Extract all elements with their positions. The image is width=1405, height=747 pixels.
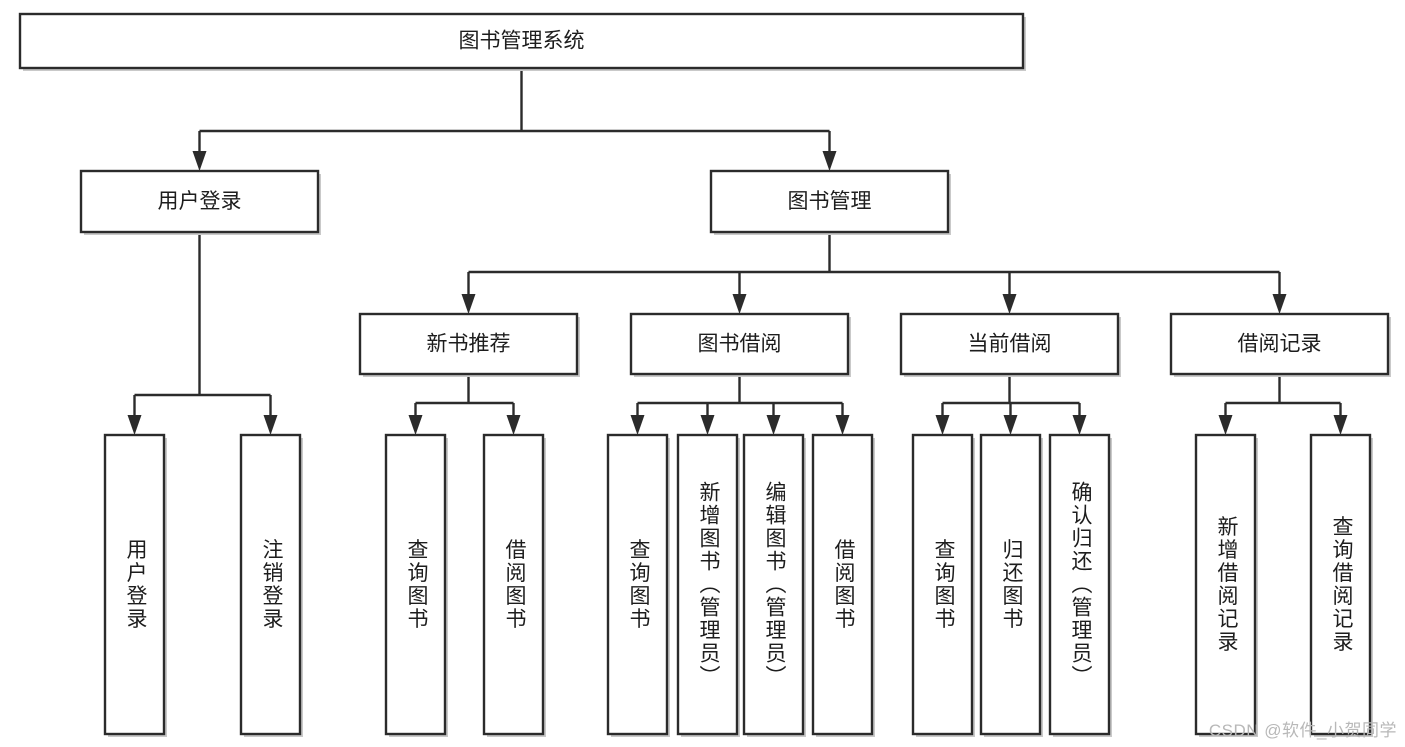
- node-new-book-recommend[interactable]: 新书推荐: [358, 312, 580, 377]
- arrow-head-icon: [835, 415, 850, 435]
- node-leaf-query-book-2[interactable]: 查询图书: [606, 433, 670, 737]
- node-label: 确认归还（管理员）: [1069, 481, 1093, 688]
- node-label: 新书推荐: [427, 333, 511, 356]
- node-label: 新增图书（管理员）: [697, 481, 721, 688]
- node-label: 编辑图书（管理员）: [763, 481, 787, 688]
- connector-layer: [127, 68, 1348, 435]
- node-rect[interactable]: [899, 312, 1120, 376]
- node-label: 查询图书: [627, 539, 651, 631]
- node-rect[interactable]: [911, 433, 974, 736]
- node-rect[interactable]: [1194, 433, 1257, 736]
- node-leaf-borrow-book-2[interactable]: 借阅图书: [811, 433, 875, 737]
- node-label: 查询借阅记录: [1330, 516, 1354, 654]
- node-label: 用户登录: [124, 539, 148, 631]
- node-leaf-user-login[interactable]: 用户登录: [103, 433, 167, 737]
- node-label: 借阅记录: [1238, 333, 1322, 356]
- arrow-head-icon: [732, 294, 747, 314]
- node-leaf-return-book[interactable]: 归还图书: [979, 433, 1043, 737]
- arrow-head-icon: [192, 151, 207, 171]
- arrow-head-icon: [506, 415, 521, 435]
- arrow-head-icon: [461, 294, 476, 314]
- arrow-head-icon: [1272, 294, 1287, 314]
- node-borrow-record[interactable]: 借阅记录: [1169, 312, 1391, 377]
- arrow-head-icon: [263, 415, 278, 435]
- node-leaf-query-record[interactable]: 查询借阅记录: [1309, 433, 1373, 737]
- node-rect[interactable]: [384, 433, 447, 736]
- arrow-head-icon: [1333, 415, 1348, 435]
- node-rect[interactable]: [629, 312, 850, 376]
- node-label: 当前借阅: [968, 333, 1052, 356]
- arrow-head-icon: [1002, 294, 1017, 314]
- csdn-watermark: CSDN @软件_小贺同学: [1208, 721, 1397, 740]
- node-rect[interactable]: [18, 12, 1025, 70]
- node-label: 归还图书: [1000, 539, 1024, 631]
- arrow-head-icon: [1218, 415, 1233, 435]
- node-root-system[interactable]: 图书管理系统: [18, 12, 1026, 71]
- node-label: 图书管理系统: [459, 30, 585, 53]
- node-book-borrow[interactable]: 图书借阅: [629, 312, 851, 377]
- arrow-head-icon: [1072, 415, 1087, 435]
- node-leaf-query-book-3[interactable]: 查询图书: [911, 433, 975, 737]
- node-rect[interactable]: [606, 433, 669, 736]
- arrow-head-icon: [127, 415, 142, 435]
- node-book-manage[interactable]: 图书管理: [709, 169, 951, 235]
- node-user-login[interactable]: 用户登录: [79, 169, 321, 235]
- arrow-head-icon: [408, 415, 423, 435]
- node-leaf-query-book-1[interactable]: 查询图书: [384, 433, 448, 737]
- node-layer: 图书管理系统用户登录图书管理新书推荐图书借阅当前借阅借阅记录用户登录注销登录查询…: [18, 12, 1391, 737]
- node-rect[interactable]: [358, 312, 579, 376]
- node-label: 图书管理: [788, 190, 872, 213]
- node-label: 借阅图书: [503, 539, 527, 631]
- arrow-head-icon: [935, 415, 950, 435]
- arrow-head-icon: [630, 415, 645, 435]
- node-label: 图书借阅: [698, 333, 782, 356]
- node-rect[interactable]: [1048, 433, 1111, 736]
- node-rect[interactable]: [709, 169, 950, 234]
- node-rect[interactable]: [676, 433, 739, 736]
- node-label: 用户登录: [158, 190, 242, 213]
- node-rect[interactable]: [742, 433, 805, 736]
- node-rect[interactable]: [239, 433, 302, 736]
- node-current-borrow[interactable]: 当前借阅: [899, 312, 1121, 377]
- arrow-head-icon: [822, 151, 837, 171]
- node-leaf-edit-book[interactable]: 编辑图书（管理员）: [742, 433, 806, 737]
- node-rect[interactable]: [482, 433, 545, 736]
- arrow-head-icon: [766, 415, 781, 435]
- node-label: 借阅图书: [832, 539, 856, 631]
- node-label: 注销登录: [260, 539, 284, 631]
- node-leaf-add-book[interactable]: 新增图书（管理员）: [676, 433, 740, 737]
- node-leaf-borrow-book-1[interactable]: 借阅图书: [482, 433, 546, 737]
- node-rect[interactable]: [1309, 433, 1372, 736]
- node-rect[interactable]: [1169, 312, 1390, 376]
- node-label: 查询图书: [932, 539, 956, 631]
- node-label: 查询图书: [405, 539, 429, 631]
- node-rect[interactable]: [979, 433, 1042, 736]
- node-rect[interactable]: [103, 433, 166, 736]
- node-leaf-confirm-return[interactable]: 确认归还（管理员）: [1048, 433, 1112, 737]
- node-rect[interactable]: [811, 433, 874, 736]
- arrow-head-icon: [1003, 415, 1018, 435]
- node-label: 新增借阅记录: [1215, 516, 1239, 654]
- node-leaf-logout[interactable]: 注销登录: [239, 433, 303, 737]
- arrow-head-icon: [700, 415, 715, 435]
- node-leaf-add-record[interactable]: 新增借阅记录: [1194, 433, 1258, 737]
- node-rect[interactable]: [79, 169, 320, 234]
